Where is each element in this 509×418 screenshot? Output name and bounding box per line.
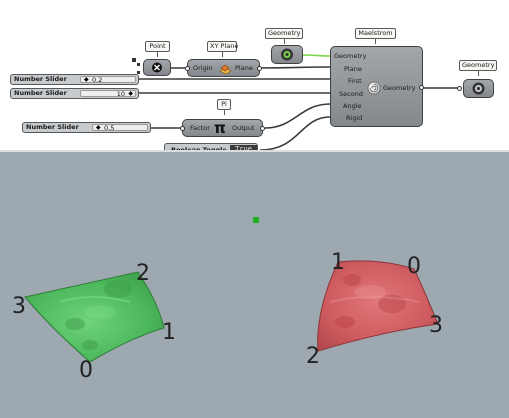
number-slider-first[interactable]: Number Slider ◆ 0.2 — [10, 74, 139, 85]
green-surface — [24, 271, 165, 363]
wire-rigid — [259, 116, 331, 151]
wires-layer — [138, 54, 459, 151]
maelstrom-input-rigid: Rigid — [346, 114, 363, 122]
pi-output-port[interactable] — [260, 126, 265, 131]
canvas-viewport-divider — [0, 150, 509, 153]
geometry-param-top[interactable] — [271, 45, 303, 64]
green-vertex-label-0: 0 — [79, 358, 93, 383]
green-vertex-label-3: 3 — [12, 294, 26, 319]
maelstrom-input-angle: Angle — [343, 102, 362, 110]
green-vertex-label-2: 2 — [136, 261, 150, 286]
slider-value: 0.2 — [92, 76, 103, 84]
geometry-right-tag: Geometry — [459, 60, 497, 71]
slider-value: 0.5 — [104, 124, 115, 132]
xy-plane-output-label: Plane — [235, 64, 253, 72]
slider-grip-icon[interactable]: ◆ — [128, 90, 133, 97]
geometry-right-input-port[interactable] — [457, 86, 462, 91]
slider-name: Number Slider — [26, 123, 79, 131]
xy-plane-component[interactable]: Origin Plane — [187, 59, 260, 77]
xy-plane-output-port[interactable] — [257, 66, 262, 71]
maelstrom-component[interactable]: Geometry Plane First Second Angle Rigid … — [330, 46, 423, 127]
slider-grip-icon[interactable]: ◆ — [96, 124, 101, 131]
number-slider-factor[interactable]: Number Slider ◆ 0.5 — [22, 122, 151, 133]
maelstrom-input-first: First — [348, 77, 362, 85]
red-vertex-label-3: 3 — [429, 313, 443, 338]
pi-input-port[interactable] — [180, 126, 185, 131]
xy-plane-input-label: Origin — [193, 64, 213, 72]
maelstrom-input-second: Second — [339, 90, 363, 98]
maelstrom-input-geometry: Geometry — [334, 52, 367, 60]
wire-angle — [264, 103, 331, 129]
geometry-param-icon — [281, 48, 293, 61]
red-vertex-label-2: 2 — [306, 344, 320, 369]
slider-value: 10 — [116, 90, 125, 98]
toggle-value[interactable]: True — [230, 145, 257, 154]
red-vertex-label-0: 0 — [407, 254, 421, 279]
point-param-icon — [152, 62, 162, 73]
maelstrom-output-port[interactable] — [419, 85, 424, 90]
pi-output-label: Output — [232, 124, 255, 132]
xy-plane-input-port[interactable] — [185, 66, 190, 71]
rhino-viewport[interactable]: 3 2 1 0 1 0 3 2 — [0, 152, 509, 418]
viewport-scene — [24, 217, 439, 363]
xy-plane-tag: XY Plane — [207, 41, 238, 52]
point-param[interactable] — [143, 59, 171, 76]
red-surface — [317, 260, 439, 352]
slider-track[interactable]: 10 ◆ — [80, 90, 136, 98]
red-vertex-label-1: 1 — [331, 250, 345, 275]
wire-plane — [259, 66, 331, 69]
slider-name: Number Slider — [14, 75, 67, 83]
grasshopper-canvas[interactable]: Point XY Plane Origin Plane Geometry Mae… — [0, 0, 509, 156]
number-slider-second[interactable]: Number Slider 10 ◆ — [10, 88, 139, 99]
xy-plane-icon — [219, 64, 232, 75]
geometry-param-right[interactable] — [463, 79, 494, 98]
slider-grip-icon[interactable]: ◆ — [84, 76, 89, 83]
maelstrom-output-geometry: Geometry — [383, 84, 416, 92]
slider-track[interactable]: ◆ 0.5 — [92, 124, 148, 132]
point-marker — [253, 217, 259, 223]
green-vertex-label-1: 1 — [162, 320, 176, 345]
maelstrom-input-plane: Plane — [344, 65, 362, 73]
geometry-output-icon — [472, 82, 485, 95]
pi-tag: Pi — [217, 99, 231, 110]
pi-icon: π — [214, 119, 226, 137]
maelstrom-icon — [367, 81, 381, 95]
slider-name: Number Slider — [14, 89, 67, 97]
geometry-top-tag: Geometry — [265, 28, 303, 39]
maelstrom-tag: Maelstrom — [355, 28, 396, 39]
point-tag: Point — [145, 41, 170, 52]
wire-geometry-green — [301, 54, 331, 57]
pi-component[interactable]: Factor π Output — [182, 119, 263, 137]
pi-input-label: Factor — [190, 124, 210, 132]
slider-track[interactable]: ◆ 0.2 — [80, 76, 136, 84]
